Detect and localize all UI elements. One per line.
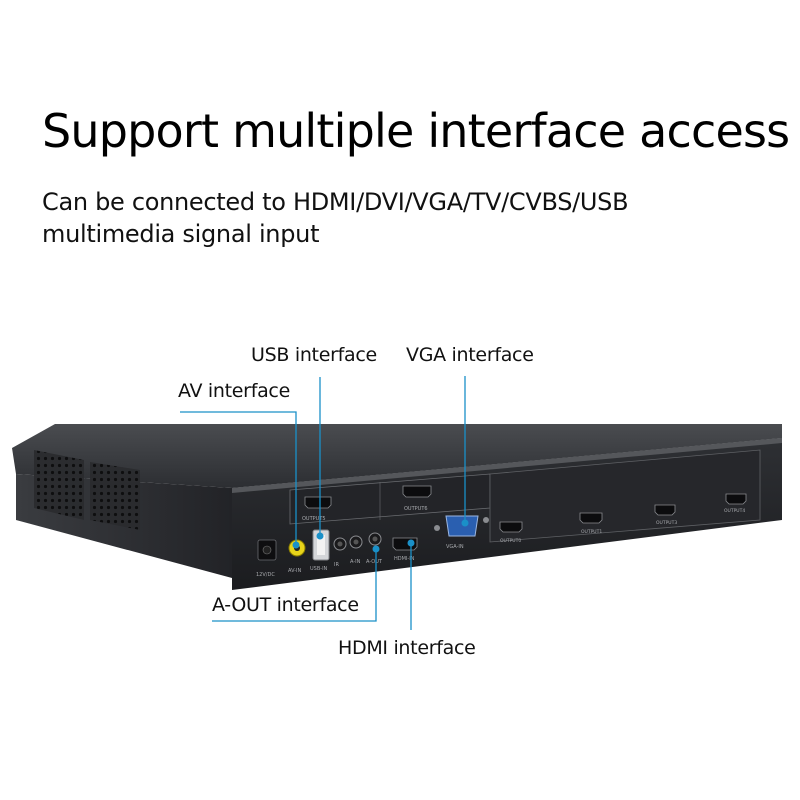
output4-label: OUTPUT4 <box>724 508 745 514</box>
aout-callout-label: A-OUT interface <box>212 594 359 616</box>
hdmi-callout-label: HDMI interface <box>338 637 476 659</box>
page-subtitle: Can be connected to HDMI/DVI/VGA/TV/CVBS… <box>42 188 629 248</box>
output6-label: OUTPUT6 <box>404 506 428 512</box>
a-out-port <box>368 532 382 546</box>
hdmi-port-output4 <box>725 493 747 505</box>
page-title: Support multiple interface access <box>42 104 790 158</box>
vga-callout-label: VGA interface <box>406 344 534 366</box>
output0-label: OUTPUT0 <box>500 538 521 544</box>
av-callout-label: AV interface <box>178 380 290 402</box>
dc-power-port <box>257 539 277 561</box>
hdmi-port-output3 <box>654 504 676 516</box>
callout-lines <box>180 376 466 630</box>
side-vent-left <box>34 450 84 520</box>
vga-port <box>434 515 489 537</box>
usb-callout-label: USB interface <box>251 344 377 366</box>
hdmi-port-output6 <box>402 485 432 498</box>
output1-label: OUTPUT1 <box>581 529 602 535</box>
a-in-label: A-IN <box>350 559 361 565</box>
output-bay <box>489 449 761 543</box>
hdmi-port-output1 <box>579 512 603 524</box>
av-in-label: AV-IN <box>288 568 302 574</box>
hdmi-port-output5 <box>304 496 332 509</box>
usb-in-label: USB-IN <box>310 566 328 572</box>
vga-in-label: VGA-IN <box>446 544 464 550</box>
callout-line-aout <box>212 549 377 622</box>
a-out-label: A-OUT <box>366 559 383 565</box>
side-vent-right <box>90 462 140 530</box>
output3-label: OUTPUT3 <box>656 520 677 526</box>
dc-label: 12V/DC <box>256 572 275 578</box>
a-in-port <box>349 535 363 549</box>
ir-port <box>333 537 347 551</box>
hdmi-in-label: HDMI-IN <box>394 556 415 562</box>
ir-label: IR <box>334 562 339 568</box>
callout-dots <box>292 519 469 553</box>
output5-label: OUTPUT5 <box>302 516 326 522</box>
hdmi-port-output0 <box>499 521 523 533</box>
device-top <box>12 424 782 488</box>
callout-line-av <box>180 411 297 545</box>
